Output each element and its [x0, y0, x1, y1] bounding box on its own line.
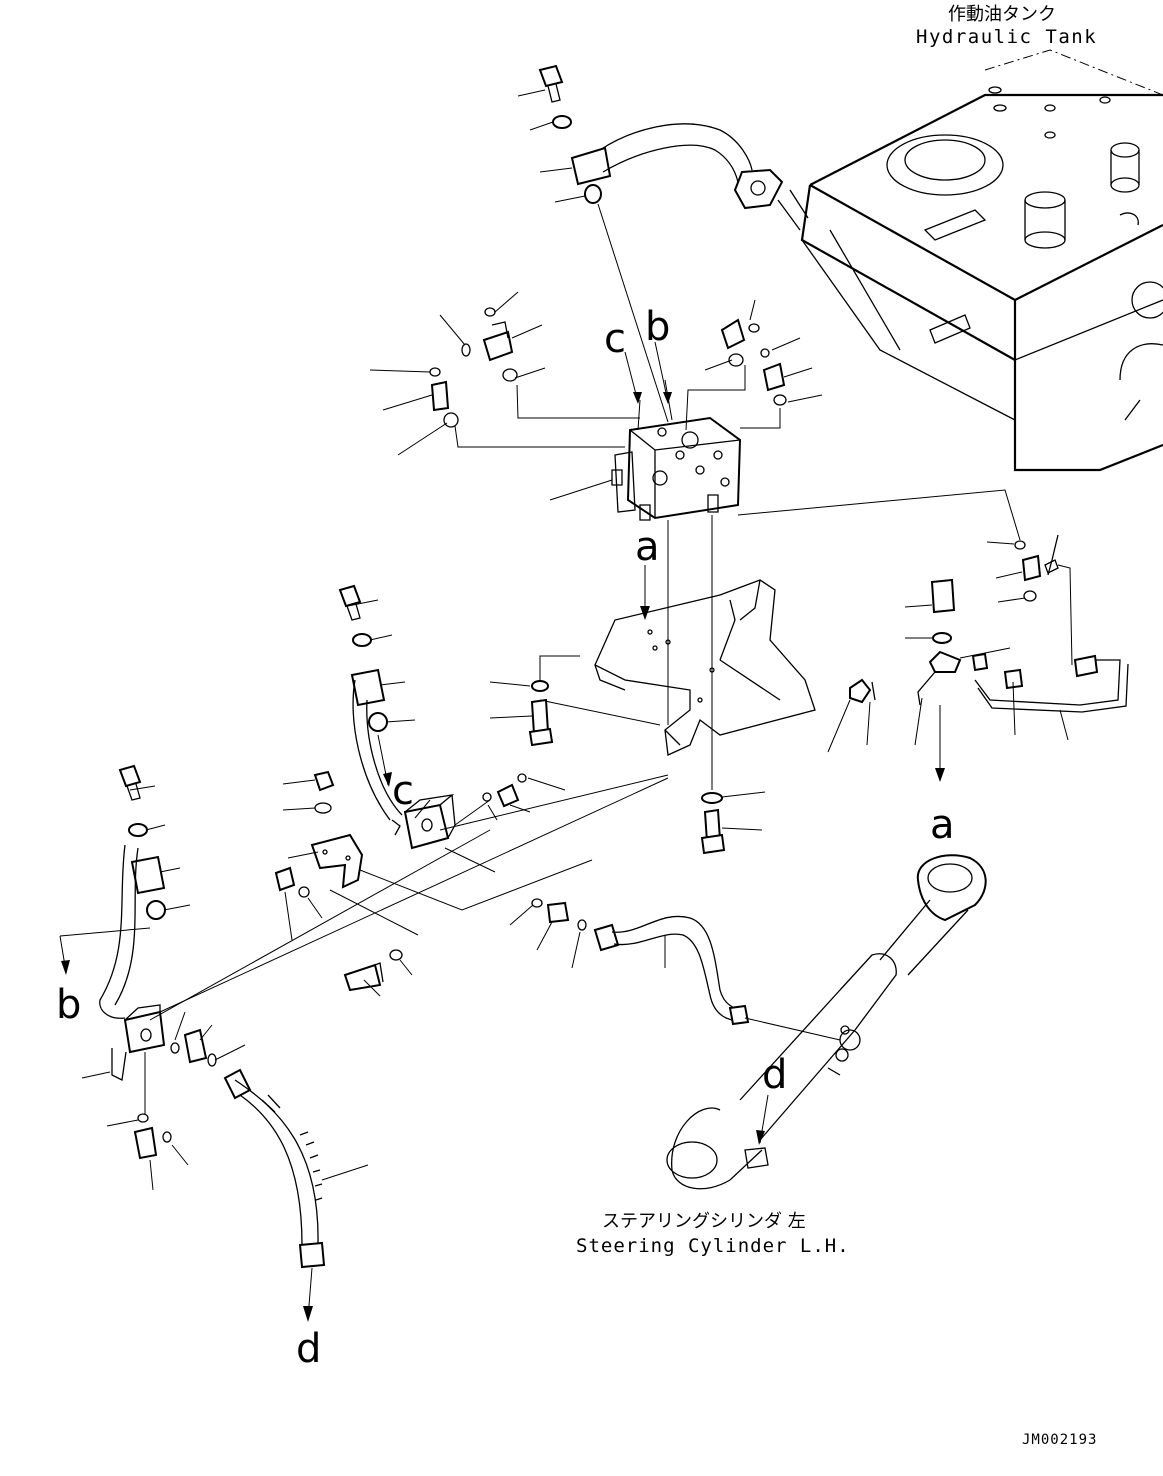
callout-d-arrow-cylinder	[756, 1094, 769, 1145]
steering-cylinder	[666, 854, 987, 1190]
valve-callout-arrows	[624, 341, 672, 404]
cylinder-label-en: Steering Cylinder L.H.	[576, 1235, 850, 1257]
callout-label-b-left: b	[56, 982, 81, 1028]
steering-valve	[549, 379, 742, 521]
cylinder-hose	[509, 898, 841, 1041]
pipe-b-assembly	[81, 764, 669, 1191]
mount-plate	[274, 770, 593, 997]
bracket-bolts	[489, 680, 766, 855]
callout-b-arrow-left	[59, 927, 151, 975]
return-pipe-assembly	[517, 64, 809, 423]
callout-label-a-center: a	[635, 524, 660, 570]
cylinder-label-jp: ステアリングシリンダ 左	[602, 1211, 806, 1232]
tank-label-jp: 作動油タンク	[948, 4, 1056, 25]
hydraulic-tank	[800, 49, 1163, 472]
valve-to-right-line	[737, 489, 1021, 541]
callout-label-a-right: a	[930, 802, 955, 848]
tank-label-en: Hydraulic Tank	[916, 26, 1097, 48]
pipe-c-assembly	[338, 584, 669, 873]
callout-label-b-top: b	[645, 304, 670, 350]
right-fittings-and-tube	[827, 534, 1129, 782]
callout-label-d-cylinder: d	[762, 1052, 787, 1098]
valve-fittings-right	[685, 299, 823, 431]
drawing-code: JM002193	[1022, 1432, 1097, 1448]
callout-label-c-mid: c	[392, 768, 414, 814]
valve-bracket	[539, 515, 816, 790]
valve-fittings-left	[369, 291, 640, 456]
callout-label-d-bottom: d	[296, 1326, 321, 1372]
flex-hose	[223, 1068, 369, 1322]
callout-label-c-top: c	[604, 316, 626, 362]
